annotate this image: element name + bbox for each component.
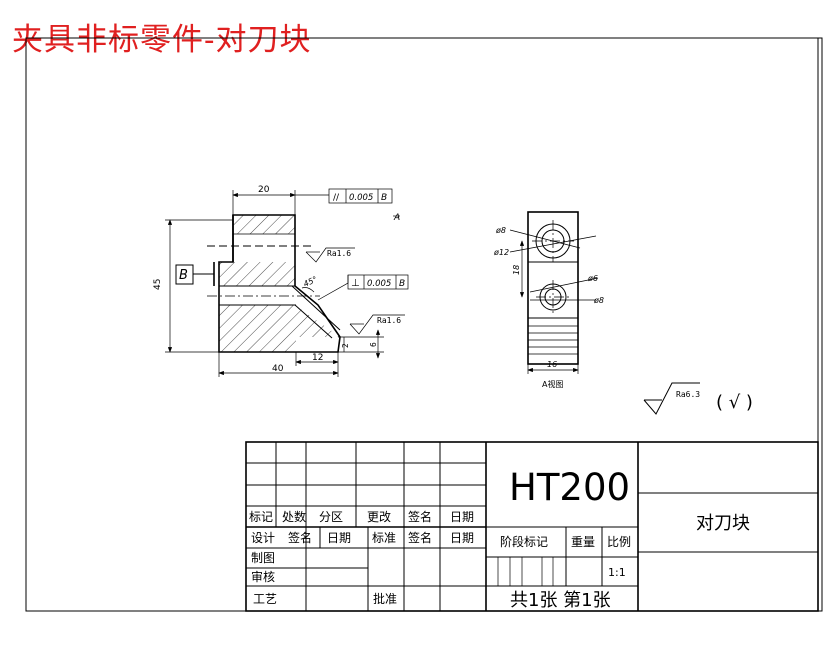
svg-text:B: B (381, 193, 387, 203)
svg-text:B: B (179, 268, 188, 283)
datum-b-marker: B (175, 262, 215, 286)
design-label: 设计 (251, 531, 275, 545)
material: HT200 (509, 466, 630, 509)
side-dia-3: ø6 (587, 274, 598, 283)
design-sign: 签名 (288, 530, 312, 545)
banner-title: 夹具非标零件-对刀块 (12, 22, 312, 58)
sheet-count: 共1张 第1张 (510, 590, 611, 611)
stage-label: 阶段标记 (500, 534, 548, 549)
svg-text:Ra6.3: Ra6.3 (676, 390, 700, 399)
drawn-label: 制图 (251, 551, 275, 565)
parallel-tolerance-frame: // 0.005 B (295, 188, 393, 204)
dim-height: 45 (153, 279, 163, 290)
svg-text:⊥: ⊥ (351, 278, 360, 289)
scale-value: 1:1 (608, 566, 626, 579)
dim-bottom-width: 40 (272, 364, 284, 374)
part-outline (218, 214, 341, 353)
dim-angle: 45° (302, 275, 319, 289)
check-label: 审核 (251, 569, 275, 584)
bottom-stripes (528, 325, 578, 355)
svg-text://: // (333, 193, 340, 203)
side-view-outline (527, 211, 579, 365)
dim-top-width: 20 (258, 185, 270, 195)
view-arrow-label: A (393, 213, 400, 223)
hdr-zone: 分区 (319, 510, 343, 524)
side-dist: 18 (512, 265, 521, 275)
dim-small-2: 6 (369, 342, 378, 347)
svg-text:B: B (399, 279, 405, 289)
design-standard-sign: 签名 (408, 530, 432, 545)
process-label: 工艺 (253, 592, 277, 606)
hdr-mark: 标记 (249, 510, 273, 524)
hdr-count: 处数 (282, 509, 306, 524)
dim-slot: 12 (312, 353, 323, 363)
part-name: 对刀块 (696, 513, 750, 534)
roughness-symbol-upper: Ra1.6 (305, 247, 355, 263)
side-dia-2: ø12 (493, 248, 509, 257)
side-dia-4: ø8 (593, 296, 604, 305)
perp-tolerance-frame: ⊥ 0.005 B (317, 274, 409, 301)
general-rough-paren: ( √ ) (716, 392, 753, 413)
approve-label: 批准 (373, 591, 397, 606)
hdr-change: 更改 (367, 510, 391, 524)
title-block: HT200 对刀块 标记 处数 分区 更改 签名 日期 设计 签名 日期 标准 … (245, 441, 819, 612)
scale-label: 比例 (607, 535, 631, 549)
svg-text:Ra1.6: Ra1.6 (377, 316, 401, 325)
design-standard-date: 日期 (450, 531, 474, 545)
svg-text:0.005: 0.005 (367, 279, 391, 289)
svg-text:Ra1.6: Ra1.6 (327, 249, 351, 258)
general-roughness: Ra6.3 ( √ ) (643, 382, 753, 415)
design-standard: 标准 (372, 531, 396, 545)
side-width: 16 (547, 360, 557, 369)
side-view-label: A视图 (542, 379, 563, 389)
hdr-sign: 签名 (408, 509, 432, 524)
weight-label: 重量 (571, 535, 595, 549)
section-hatching (219, 215, 340, 352)
front-section-view: 20 // 0.005 B A 45 B (153, 185, 409, 377)
hdr-date: 日期 (450, 510, 474, 524)
design-date: 日期 (327, 531, 351, 545)
side-view-a: ø8 ø12 ø6 ø8 18 16 A视图 (493, 211, 604, 389)
side-dia-1: ø8 (495, 226, 506, 235)
svg-text:0.005: 0.005 (349, 193, 373, 203)
roughness-symbol-lower: Ra1.6 (349, 314, 405, 335)
dim-small-1: 2 (341, 343, 350, 348)
